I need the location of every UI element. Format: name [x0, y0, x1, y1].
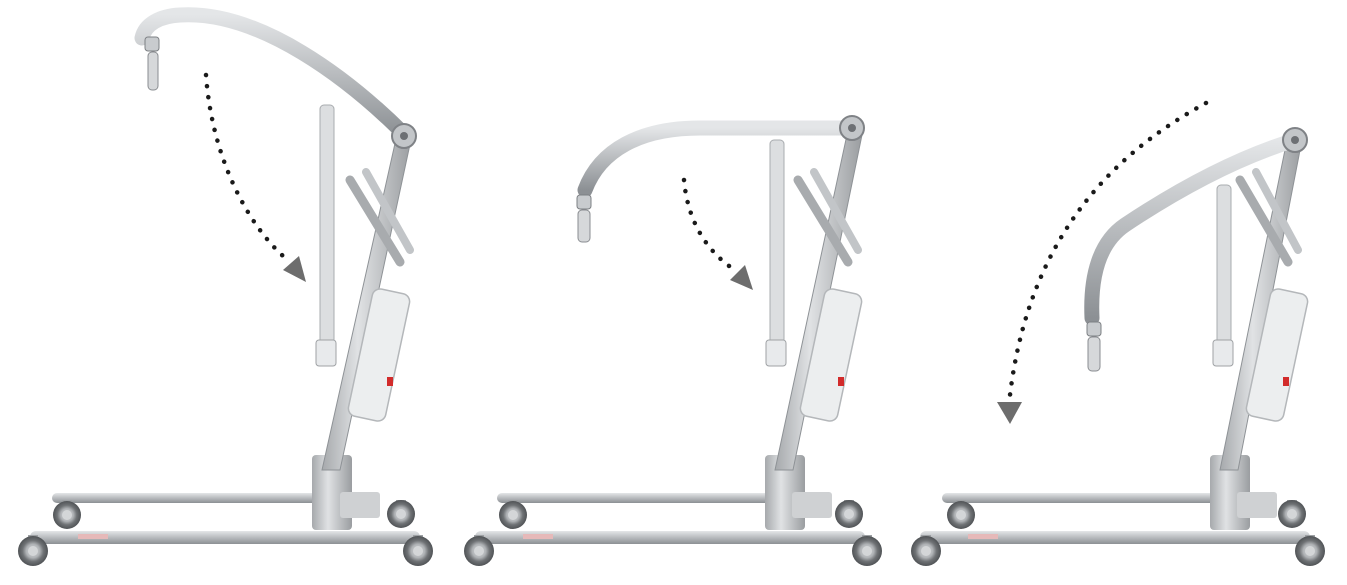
boom — [585, 128, 852, 190]
wheel-icon — [387, 500, 415, 528]
base-label — [78, 534, 108, 539]
wheel-icon — [835, 500, 863, 528]
dotted-arrow-icon — [206, 75, 290, 262]
dotted-arrow-icon — [684, 180, 738, 272]
wheel-icon — [947, 500, 975, 529]
base-rail-rear — [52, 493, 352, 503]
actuator — [770, 140, 784, 355]
boom — [142, 15, 405, 135]
red-button — [838, 377, 844, 386]
lift-3 — [911, 103, 1325, 566]
wheel-icon — [53, 500, 81, 529]
arrowhead-icon — [997, 402, 1022, 424]
lift-1 — [18, 15, 433, 566]
wheel-icon — [1278, 500, 1306, 528]
base-rail-rear — [942, 493, 1242, 503]
hanger — [577, 195, 591, 242]
base-label — [968, 534, 998, 539]
actuator — [1217, 185, 1231, 355]
red-button — [1283, 377, 1289, 386]
hanger — [145, 37, 159, 90]
arrowhead-icon — [730, 265, 753, 290]
base-rail-rear — [497, 493, 797, 503]
arrowhead-icon — [283, 256, 306, 282]
actuator — [320, 105, 334, 355]
lift-2 — [464, 116, 882, 566]
wheel-icon — [499, 500, 527, 529]
hanger — [1087, 322, 1101, 371]
base-label — [523, 534, 553, 539]
red-button — [387, 377, 393, 386]
